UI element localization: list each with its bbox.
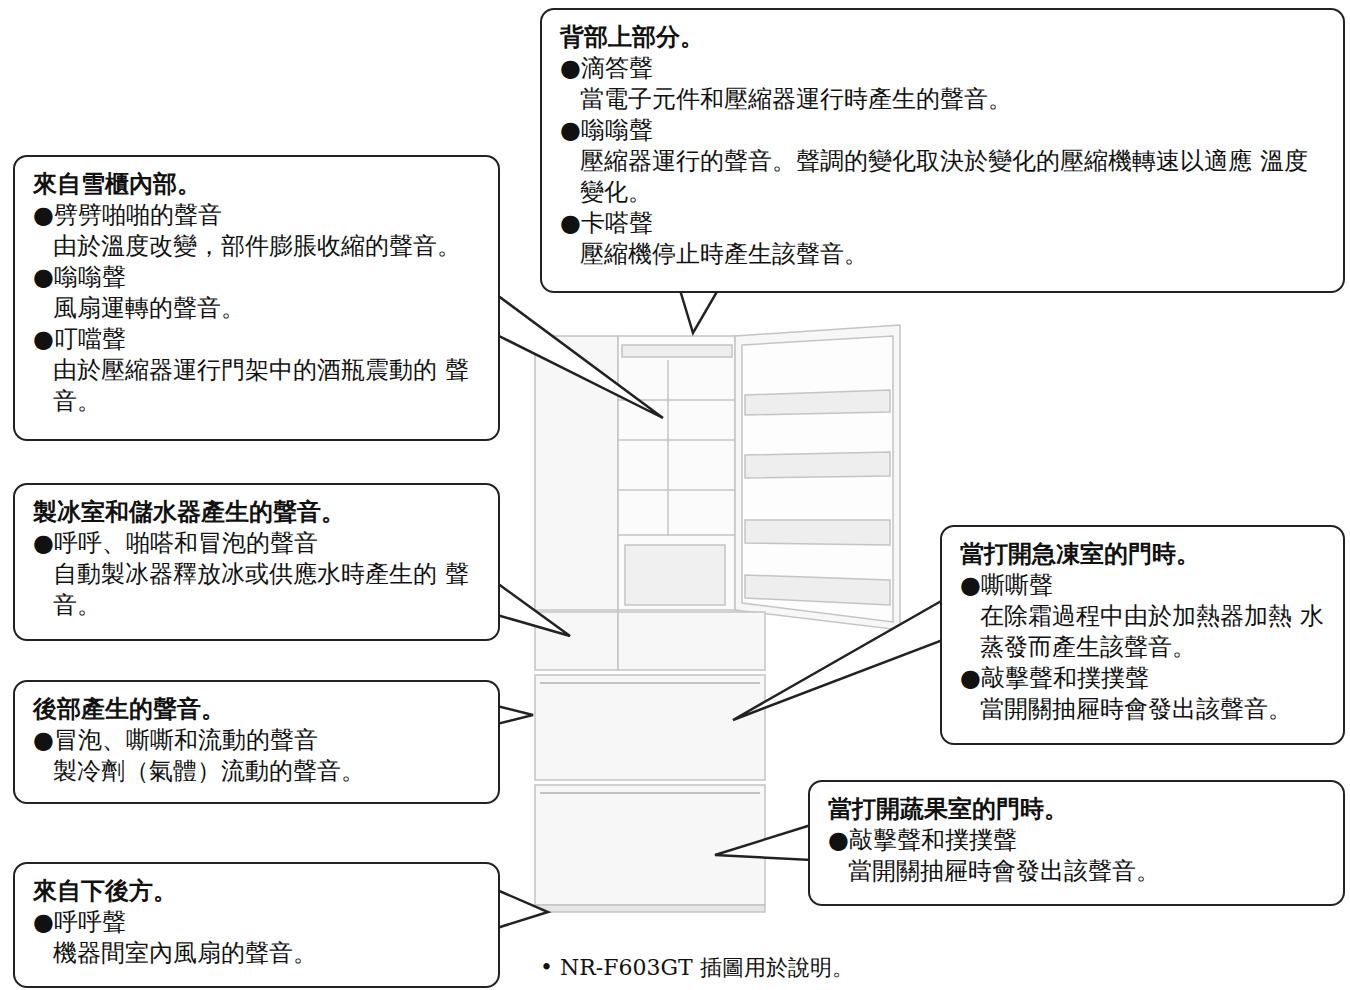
callout-heading: 來自雪櫃內部。 xyxy=(33,169,482,200)
door-pocket xyxy=(745,520,890,545)
caption: • NR-F603GT 插圖用於說明。 xyxy=(540,953,854,983)
callout-pointer xyxy=(733,600,943,720)
rear-callout: 後部產生的聲音。●冒泡、嘶嘶和流動的聲音製冷劑（氣體）流動的聲音。 xyxy=(13,680,500,804)
sound-description: 風扇運轉的聲音。 xyxy=(33,293,482,324)
sound-name: ●冒泡、嘶嘶和流動的聲音 xyxy=(33,725,482,756)
sound-description: 自動製冰器釋放冰或供應水時產生的 聲音。 xyxy=(33,559,482,621)
handle xyxy=(540,682,760,684)
callout-heading: 後部產生的聲音。 xyxy=(33,694,482,725)
upper-freezer-drawer xyxy=(618,612,765,670)
door-inner xyxy=(742,336,893,622)
callout-pointer xyxy=(497,295,663,418)
sound-name: ●劈劈啪啪的聲音 xyxy=(33,200,482,231)
callout-heading: 製冰室和儲水器產生的聲音。 xyxy=(33,497,482,528)
shelf xyxy=(618,489,735,491)
fridge-interior xyxy=(618,336,735,610)
callout-pointer xyxy=(497,890,548,928)
rear-top-callout: 背部上部分。●滴答聲當電子元件和壓縮器運行時產生的聲音。●嗡嗡聲壓縮器運行的聲音… xyxy=(540,8,1345,293)
callout-pointer xyxy=(497,706,533,724)
sound-description: 機器間室內風扇的聲音。 xyxy=(33,938,482,969)
sound-description: 當電子元件和壓縮器運行時產生的聲音。 xyxy=(560,84,1327,115)
sound-name: ●卡嗒聲 xyxy=(560,208,1327,239)
sound-name: ●敲擊聲和撲撲聲 xyxy=(828,825,1327,856)
divider xyxy=(667,360,669,535)
ice-maker-callout: 製冰室和儲水器產生的聲音。●呼呼、啪嗒和冒泡的聲音自動製冰器釋放冰或供應水時產生… xyxy=(13,483,500,641)
sound-name: ●叮噹聲 xyxy=(33,324,482,355)
callout-heading: 當打開蔬果室的門時。 xyxy=(828,794,1327,825)
sound-description: 由於溫度改變，部件膨脹收縮的聲音。 xyxy=(33,231,482,262)
callout-heading: 背部上部分。 xyxy=(560,22,1327,53)
bottom-rear-callout: 來自下後方。●呼呼聲機器間室內風扇的聲音。 xyxy=(13,862,500,988)
door-pocket xyxy=(745,390,890,415)
callout-heading: 當打開急凍室的門時。 xyxy=(960,539,1327,570)
freezer-drawer xyxy=(535,675,765,780)
callout-heading: 來自下後方。 xyxy=(33,876,482,907)
door-pocket xyxy=(745,452,890,478)
shelf xyxy=(618,534,735,536)
sound-description: 壓縮機停止時產生該聲音。 xyxy=(560,239,1327,270)
sound-name: ●呼呼、啪嗒和冒泡的聲音 xyxy=(33,528,482,559)
top-light xyxy=(622,345,732,357)
vegetable-drawer xyxy=(535,785,765,905)
vegetable-callout: 當打開蔬果室的門時。●敲擊聲和撲撲聲當開關抽屜時會發出該聲音。 xyxy=(808,780,1345,906)
sound-description: 由於壓縮器運行門架中的酒瓶震動的 聲音。 xyxy=(33,355,482,417)
callout-pointer xyxy=(497,583,570,636)
handle xyxy=(540,792,760,794)
sound-description: 當開關抽屜時會發出該聲音。 xyxy=(828,856,1327,887)
callout-pointer xyxy=(715,825,811,860)
freezer-callout: 當打開急凍室的門時。●嘶嘶聲在除霜過程中由於加熱器加熱 水蒸發而產生該聲音。●敲… xyxy=(940,525,1345,745)
shelf xyxy=(618,439,735,441)
sound-name: ●嘶嘶聲 xyxy=(960,570,1327,601)
interior-callout: 來自雪櫃內部。●劈劈啪啪的聲音由於溫度改變，部件膨脹收縮的聲音。●嗡嗡聲風扇運轉… xyxy=(13,155,500,441)
sound-description: 壓縮器運行的聲音。聲調的變化取決於變化的壓縮機轉速以適應 溫度變化。 xyxy=(560,146,1327,208)
callout-pointer xyxy=(680,290,718,333)
sound-name: ●嗡嗡聲 xyxy=(560,115,1327,146)
sound-description: 製冷劑（氣體）流動的聲音。 xyxy=(33,756,482,787)
door-pocket xyxy=(745,575,890,605)
sound-name: ●嗡嗡聲 xyxy=(33,262,482,293)
sound-description: 在除霜過程中由於加熱器加熱 水蒸發而產生該聲音。 xyxy=(960,601,1327,663)
sound-name: ●敲擊聲和撲撲聲 xyxy=(960,663,1327,694)
sound-name: ●呼呼聲 xyxy=(33,907,482,938)
open-door xyxy=(735,325,900,630)
sound-description: 當開關抽屜時會發出該聲音。 xyxy=(960,694,1327,725)
chilled-drawer xyxy=(625,545,725,605)
sound-name: ●滴答聲 xyxy=(560,53,1327,84)
base xyxy=(535,905,765,912)
